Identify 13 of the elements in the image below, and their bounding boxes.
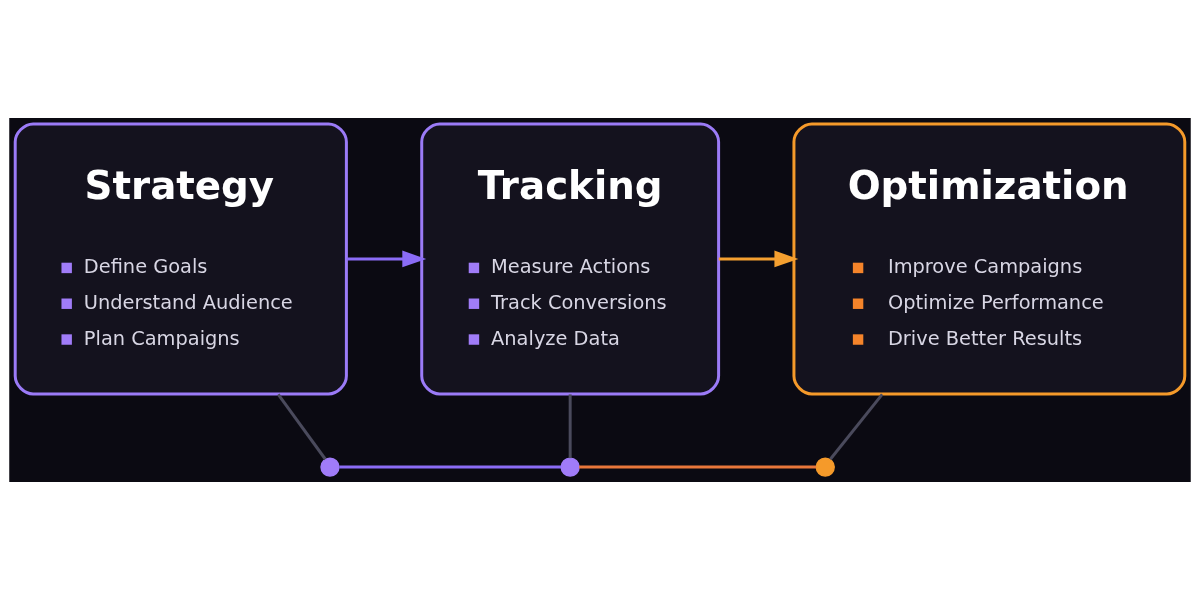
node-box: Tracking Measure Actions Track Conversions Analyze Data: [420, 122, 721, 396]
arrow: [718, 250, 799, 268]
connector: [579, 465, 817, 469]
arrow: [346, 250, 427, 268]
node-box: Strategy Define Goals Understand Audience Plan Campaigns: [13, 122, 348, 396]
connector: [568, 394, 572, 459]
connector: [277, 393, 327, 461]
connector: [339, 465, 562, 469]
node-circle: [320, 457, 340, 477]
node-box: Optimization Improve Campaigns Optimize Performance Drive Better Results: [792, 122, 1187, 396]
node-circle: [815, 457, 835, 477]
node-circle: [560, 457, 580, 477]
connector: [829, 393, 884, 461]
